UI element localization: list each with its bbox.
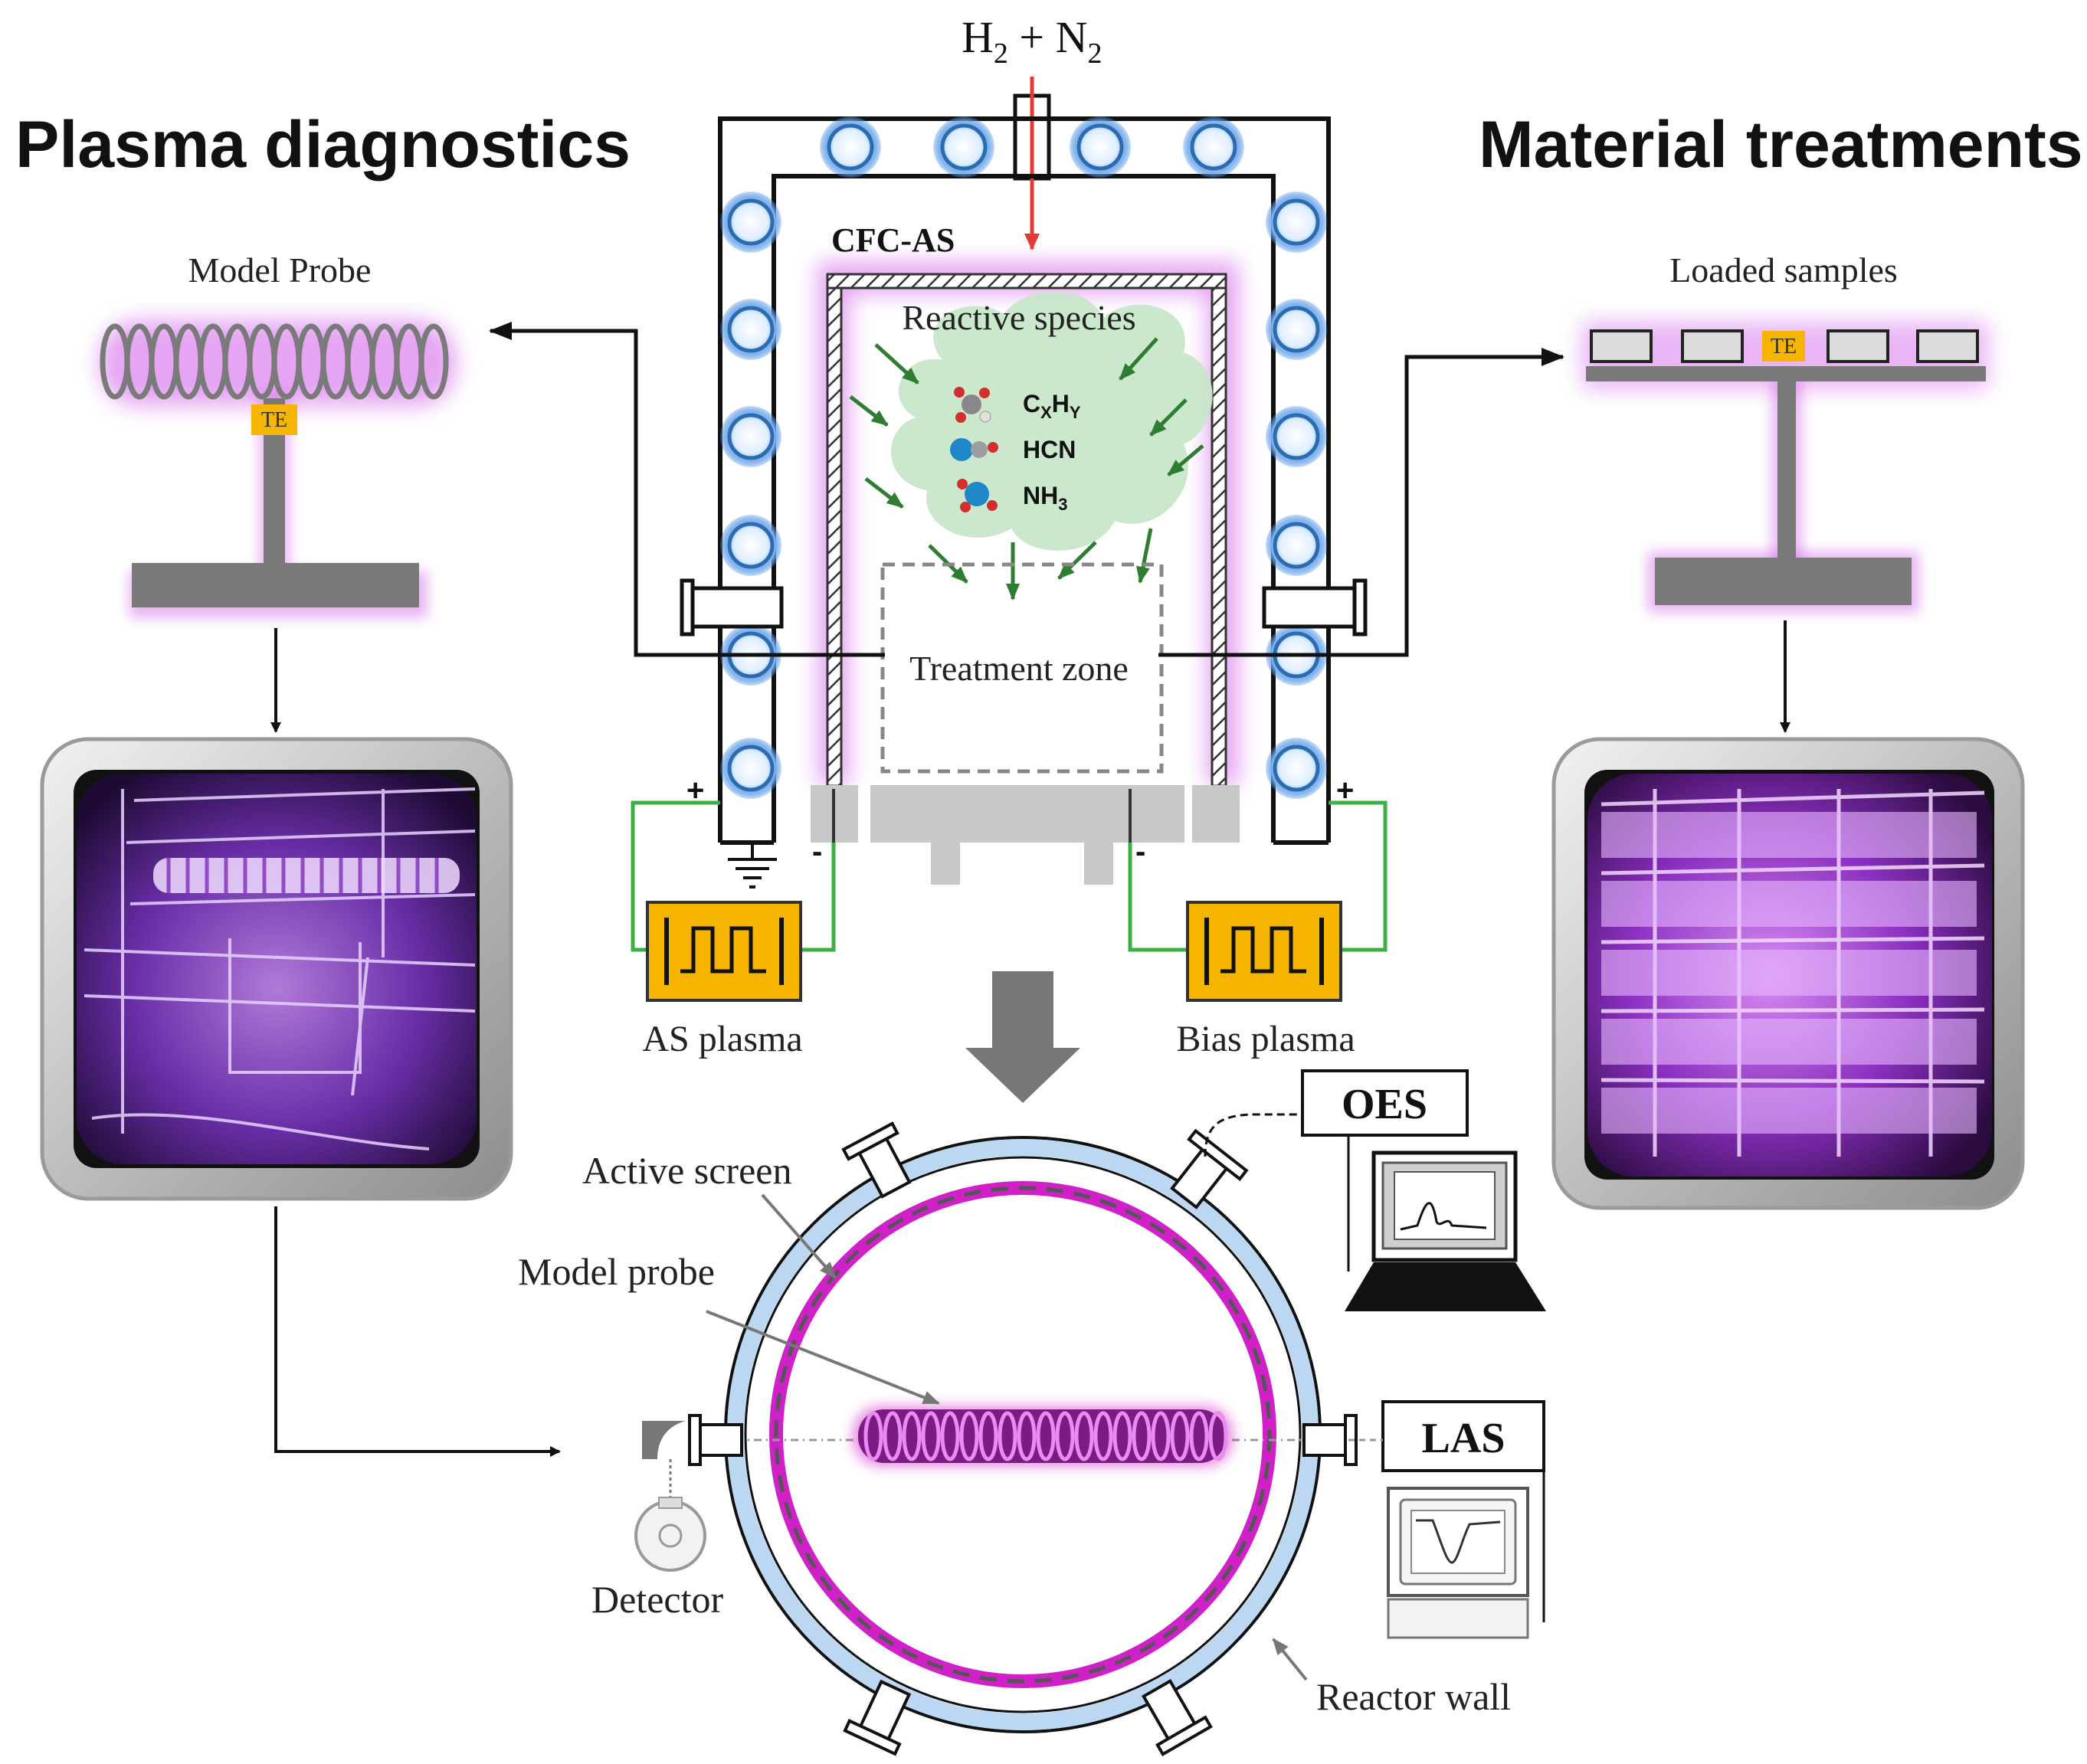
detector-label: Detector (591, 1578, 723, 1621)
sample-icons (1590, 329, 1979, 363)
bias-plasma-power-supply (1186, 901, 1342, 1002)
coil-icon (720, 515, 781, 576)
detector-icon (634, 1421, 706, 1572)
reactor-wall-pointer (1272, 1638, 1308, 1681)
oes-box (1301, 1069, 1469, 1137)
gas-inlet-label: H2 + N2 (962, 12, 1102, 70)
nh3-molecule-icon (957, 479, 998, 512)
coil-icon (820, 116, 881, 178)
coil-icon (1266, 515, 1327, 576)
reactive-species-label: Reactive species (902, 298, 1135, 337)
coil-icon (720, 406, 781, 467)
las-box (1381, 1400, 1545, 1472)
las-label: LAS (1422, 1415, 1505, 1462)
te-tag (251, 404, 297, 435)
species-cxhy: CXHY (1023, 390, 1081, 422)
bias-plasma-circuit (1128, 800, 1388, 952)
reactor-wall-label: Reactor wall (1316, 1675, 1511, 1718)
as-plasma-minus-sign: - (812, 835, 822, 869)
loaded-samples-plasma-photo (1551, 737, 2025, 1210)
connector-to-cross-section (274, 1206, 561, 1457)
las-computer-icon (1387, 1487, 1529, 1639)
active-screen-pointer (761, 1193, 837, 1279)
ground-icon (728, 843, 777, 889)
process-flow-down-arrow (965, 971, 1080, 1103)
left-side-port (680, 586, 784, 629)
heading-plasma-diagnostics: Plasma diagnostics (15, 108, 631, 182)
model-probe-pointer (706, 1310, 940, 1405)
coil-icon (933, 116, 994, 178)
bias-plasma-minus-sign: - (1135, 835, 1145, 869)
loaded-samples-title: Loaded samples (1669, 250, 1898, 290)
oes-laptop-icon (1345, 1150, 1546, 1311)
connector-to-model-probe (489, 322, 885, 657)
te-tag-label: TE (261, 408, 287, 432)
species-nh3: NH3 (1023, 482, 1067, 514)
heating-coils (720, 116, 1327, 799)
te-tag (1762, 331, 1805, 362)
te-tag-label: TE (1771, 335, 1797, 358)
treatment-zone-label: Treatment zone (909, 649, 1129, 688)
species-hcn: HCN (1023, 436, 1076, 463)
sample-holder-assembly: TE (1582, 322, 1988, 613)
coil-icon (720, 191, 781, 253)
coil-icon (1266, 406, 1327, 467)
treatment-zone (880, 562, 1164, 774)
model-probe-assembly: TE (100, 320, 456, 618)
connector-to-loaded-samples (1158, 348, 1564, 657)
hcn-molecule-icon (950, 438, 998, 461)
right-side-port (1262, 586, 1366, 629)
reactor-label: CFC-AS (831, 221, 955, 259)
active-screen (817, 262, 1239, 787)
cross-section-ports (688, 1121, 1358, 1756)
coil-icon (1070, 116, 1131, 178)
model-probe-plasma-photo (40, 737, 513, 1201)
coil-icon (1266, 191, 1327, 253)
model-probe-cross-section (852, 1406, 1234, 1467)
coil-icon (720, 299, 781, 360)
stage-base (811, 785, 1240, 885)
reactor-vessel (718, 116, 1331, 845)
as-plasma-label: AS plasma (642, 1019, 802, 1059)
as-plasma-plus-sign: + (686, 774, 704, 807)
coil-icon (1183, 116, 1244, 178)
as-plasma-circuit (631, 800, 836, 952)
coil-icon (1266, 738, 1327, 799)
coil-icon (720, 738, 781, 799)
coil-icon (1266, 299, 1327, 360)
as-plasma-power-supply (646, 901, 802, 1002)
oes-fiber-cable (1204, 1113, 1302, 1157)
active-screen-label: Active screen (582, 1149, 791, 1192)
bias-plasma-plus-sign: + (1336, 774, 1354, 807)
coil-spring-icon (100, 323, 449, 400)
model-probe-label: Model probe (518, 1250, 715, 1293)
active-screen-ring (774, 1186, 1272, 1684)
heading-material-treatments: Material treatments (1479, 108, 2083, 182)
cxhy-molecule-icon (954, 387, 991, 423)
oes-label: OES (1342, 1081, 1427, 1128)
bias-plasma-label: Bias plasma (1176, 1019, 1355, 1059)
model-probe-title: Model Probe (188, 250, 372, 290)
